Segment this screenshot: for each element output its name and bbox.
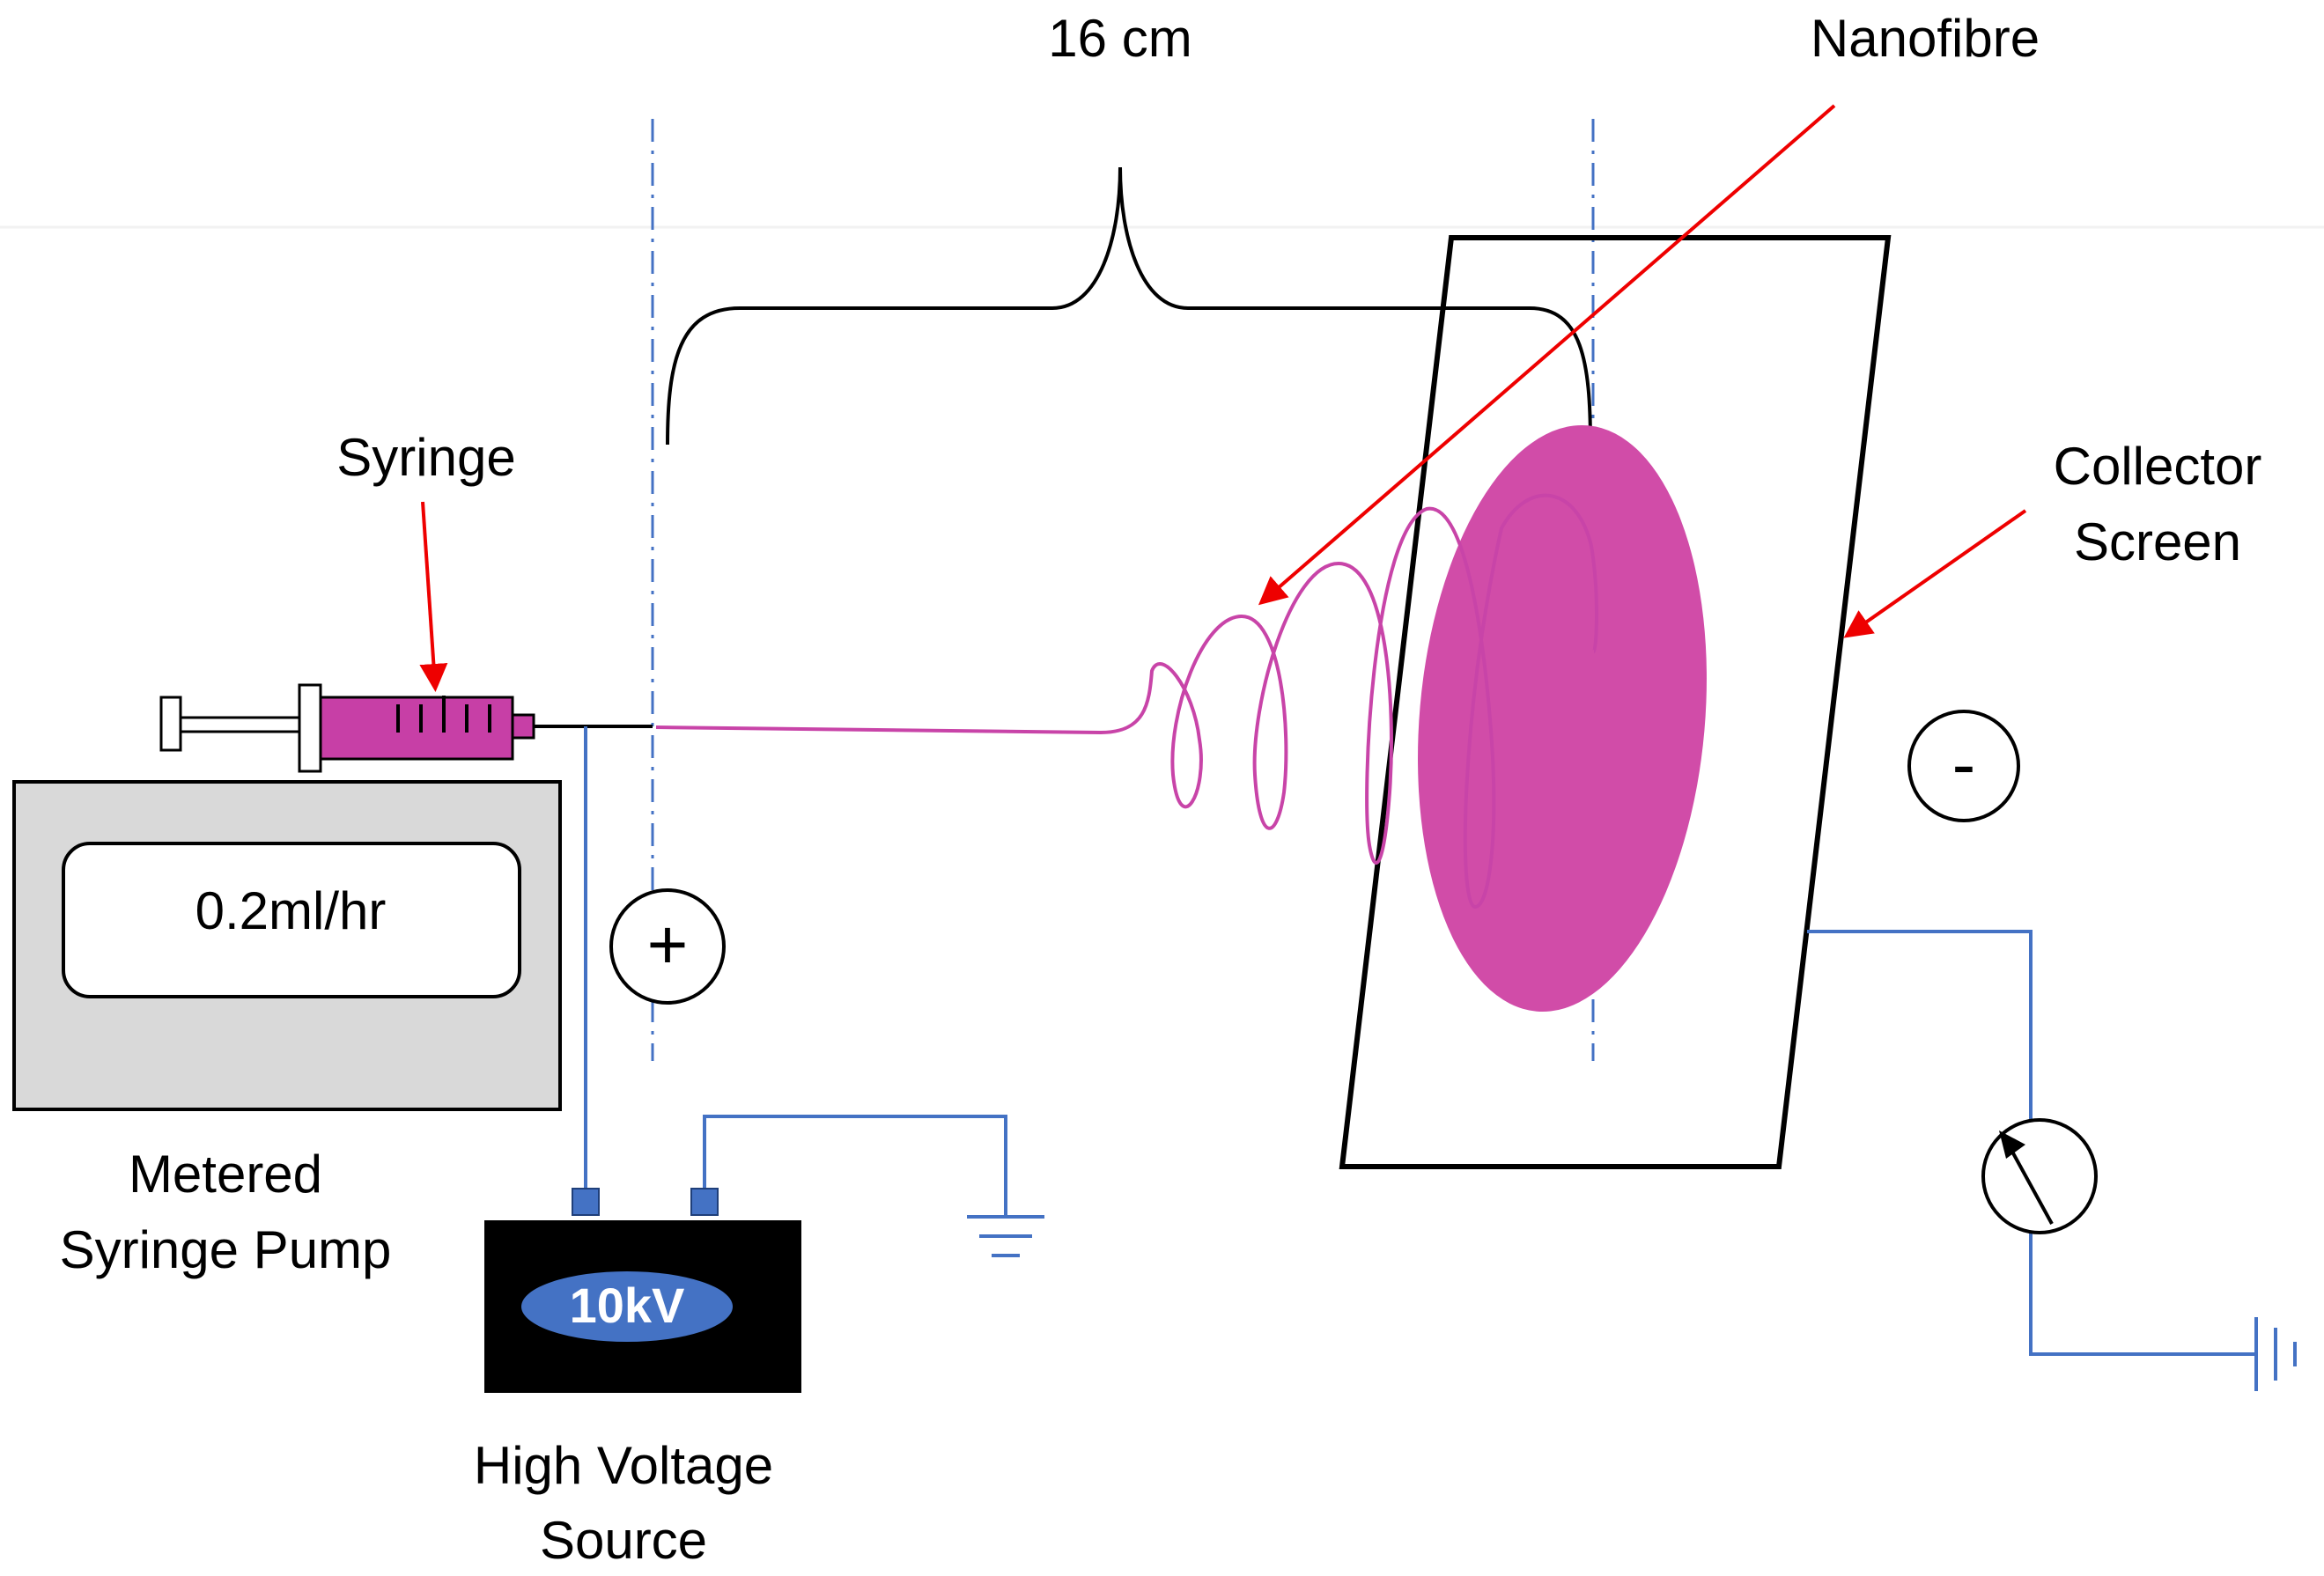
plus-terminal-icon: +	[609, 888, 726, 1005]
collector-label-line2: Screen	[2074, 512, 2241, 571]
nanofibre-jet	[655, 493, 1598, 910]
syringe-tip	[511, 713, 535, 740]
pump-display	[62, 842, 521, 998]
collector-label-line1: Collector	[2054, 437, 2262, 496]
collector-wire	[1807, 930, 2033, 1123]
negative-sign: -	[1952, 725, 1976, 803]
source-terminal-positive	[572, 1188, 600, 1216]
minus-terminal-icon: -	[1907, 710, 2020, 822]
source-label-line2: Source	[540, 1511, 707, 1570]
positive-sign: +	[647, 905, 689, 983]
syringe-plunger-rod	[179, 716, 306, 733]
wiring	[584, 726, 2254, 1356]
flow-rate-display: 0.2ml/hr	[196, 881, 387, 940]
nanofibre-arrow	[1258, 104, 1836, 606]
source-terminal-negative	[690, 1188, 719, 1216]
voltage-badge	[521, 1271, 733, 1342]
pump-label-line2: Syringe Pump	[60, 1220, 392, 1279]
syringe	[159, 683, 653, 773]
syringe-graduations	[396, 696, 491, 733]
ground-icon	[967, 1215, 1044, 1257]
collector-arrow	[1843, 509, 2027, 638]
voltage-label: 10kV	[570, 1278, 685, 1333]
syringe-arrow	[419, 501, 448, 692]
syringe-flange	[298, 683, 322, 773]
ammeter-icon	[1981, 1118, 2098, 1234]
ground-icon	[2254, 1317, 2297, 1391]
fibre-deposit	[1418, 424, 1707, 1013]
source-ground-wire	[703, 1115, 1007, 1215]
nanofibre-label: Nanofibre	[1811, 9, 2040, 68]
source-label-line1: High Voltage	[474, 1436, 773, 1495]
collector-screen	[1339, 235, 1892, 1169]
syringe-label: Syringe	[336, 428, 515, 487]
syringe-barrel	[319, 696, 514, 761]
meter-ground-wire	[2029, 1233, 2254, 1356]
syringe-plunger-cap	[159, 696, 182, 752]
distance-label: 16 cm	[1048, 9, 1192, 68]
distance-brace	[666, 166, 1592, 446]
pump-label-line1: Metered	[129, 1145, 322, 1204]
